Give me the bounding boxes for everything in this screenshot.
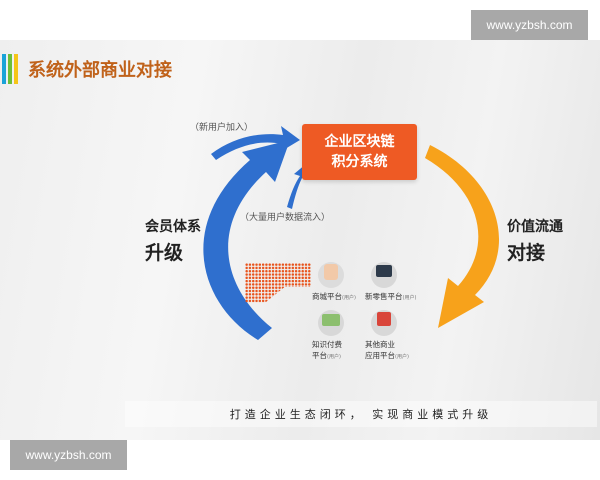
platform-name-line-1: 其他商业 [365,340,395,349]
business-app-screen-icon [371,310,397,336]
slide-title: 系统外部商业对接 [28,60,172,81]
accent-bar-blue [2,54,6,84]
value-line-2: 对接 [507,242,546,264]
platform-name-line-2: 应用平台 [365,351,395,360]
blockchain-points-system-box: 企业区块链 积分系统 [302,124,417,180]
membership-line-2: 升级 [145,242,184,264]
watermark-top: www.yzbsh.com [471,10,588,40]
watermark-bottom: www.yzbsh.com [10,440,127,470]
value-circulation-label: 价值流通 对接 [507,216,563,265]
data-inflow-label: （大量用户数据流入） [240,213,331,223]
platform-name-line-1: 知识付费 [312,340,342,349]
slogan-banner: 打造企业生态闭环， 实现商业模式升级 [125,401,597,427]
box-line-1: 企业区块链 [324,134,395,150]
platform-other-business: 其他商业 应用平台(用户) [365,310,409,361]
platform-name: 商城平台 [312,292,342,301]
accent-bars [2,54,18,84]
platform-knowledge-payment: 知识付费 平台(用户) [312,310,344,361]
membership-upgrade-label: 会员体系 升级 [145,216,201,265]
accent-bar-yellow [14,54,18,84]
platform-new-retail: 新零售平台(用户) [365,262,416,302]
accent-bar-green [8,54,12,84]
platform-tag: (用户) [395,354,409,360]
platform-tag: (用户) [402,295,417,301]
platform-name-line-2: 平台 [312,351,327,360]
membership-line-1: 会员体系 [145,219,201,235]
orange-cycle-arrow-icon [425,145,500,328]
shopping-mall-icon [318,262,344,288]
platform-mall: 商城平台(用户) [312,262,356,302]
knowledge-payment-icon [318,310,344,336]
slide: 系统外部商业对接 企业区块链 积分系统 （新用户加入） （大量用户数据流入） 会… [0,40,600,440]
new-users-label: （新用户加入） [190,123,254,133]
platform-tag: (用户) [342,295,356,301]
platform-name: 新零售平台 [365,292,403,301]
new-retail-laptop-icon [371,262,397,288]
blue-cycle-arrow-icon [203,126,307,340]
box-line-2: 积分系统 [331,154,388,170]
value-line-1: 价值流通 [507,219,563,235]
platform-tag: (用户) [327,354,341,360]
